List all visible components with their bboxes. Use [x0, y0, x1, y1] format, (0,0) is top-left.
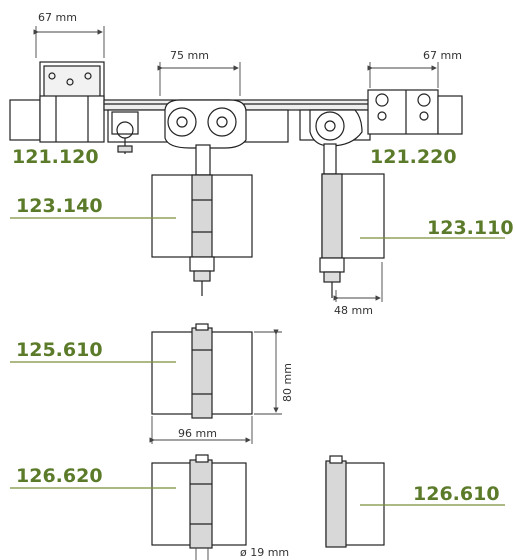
hanger-123140 [151, 174, 253, 296]
right-bracket [367, 89, 463, 135]
right-trolley [309, 109, 363, 175]
code-123140: 123.140 [16, 195, 103, 217]
code-126610: 126.610 [413, 483, 500, 505]
code-leader-lines [10, 217, 505, 506]
dim-width-right: 67 mm [423, 49, 462, 62]
code-123110: 123.110 [427, 217, 514, 239]
dim-offset-right: 48 mm [334, 304, 373, 317]
code-121120: 121.120 [12, 146, 99, 168]
code-126620: 126.620 [16, 465, 103, 487]
dim-height: 80 mm [281, 363, 294, 402]
code-125610: 125.610 [16, 339, 103, 361]
hanger-123110 [319, 173, 385, 298]
track-assembly [9, 61, 463, 176]
code-121220: 121.220 [370, 146, 457, 168]
dimension-lines [33, 26, 439, 560]
dim-width-bottom: 96 mm [178, 427, 217, 440]
dim-width-left: 67 mm [38, 11, 77, 24]
hinge-125610 [151, 323, 253, 419]
dim-diameter: ø 19 mm [240, 546, 290, 559]
dim-track-gap: 75 mm [170, 49, 209, 62]
hinge-126610 [325, 455, 385, 548]
hinge-126620 [151, 454, 247, 549]
center-trolley [164, 99, 247, 176]
left-bracket [9, 61, 105, 143]
left-clamp [111, 111, 139, 154]
